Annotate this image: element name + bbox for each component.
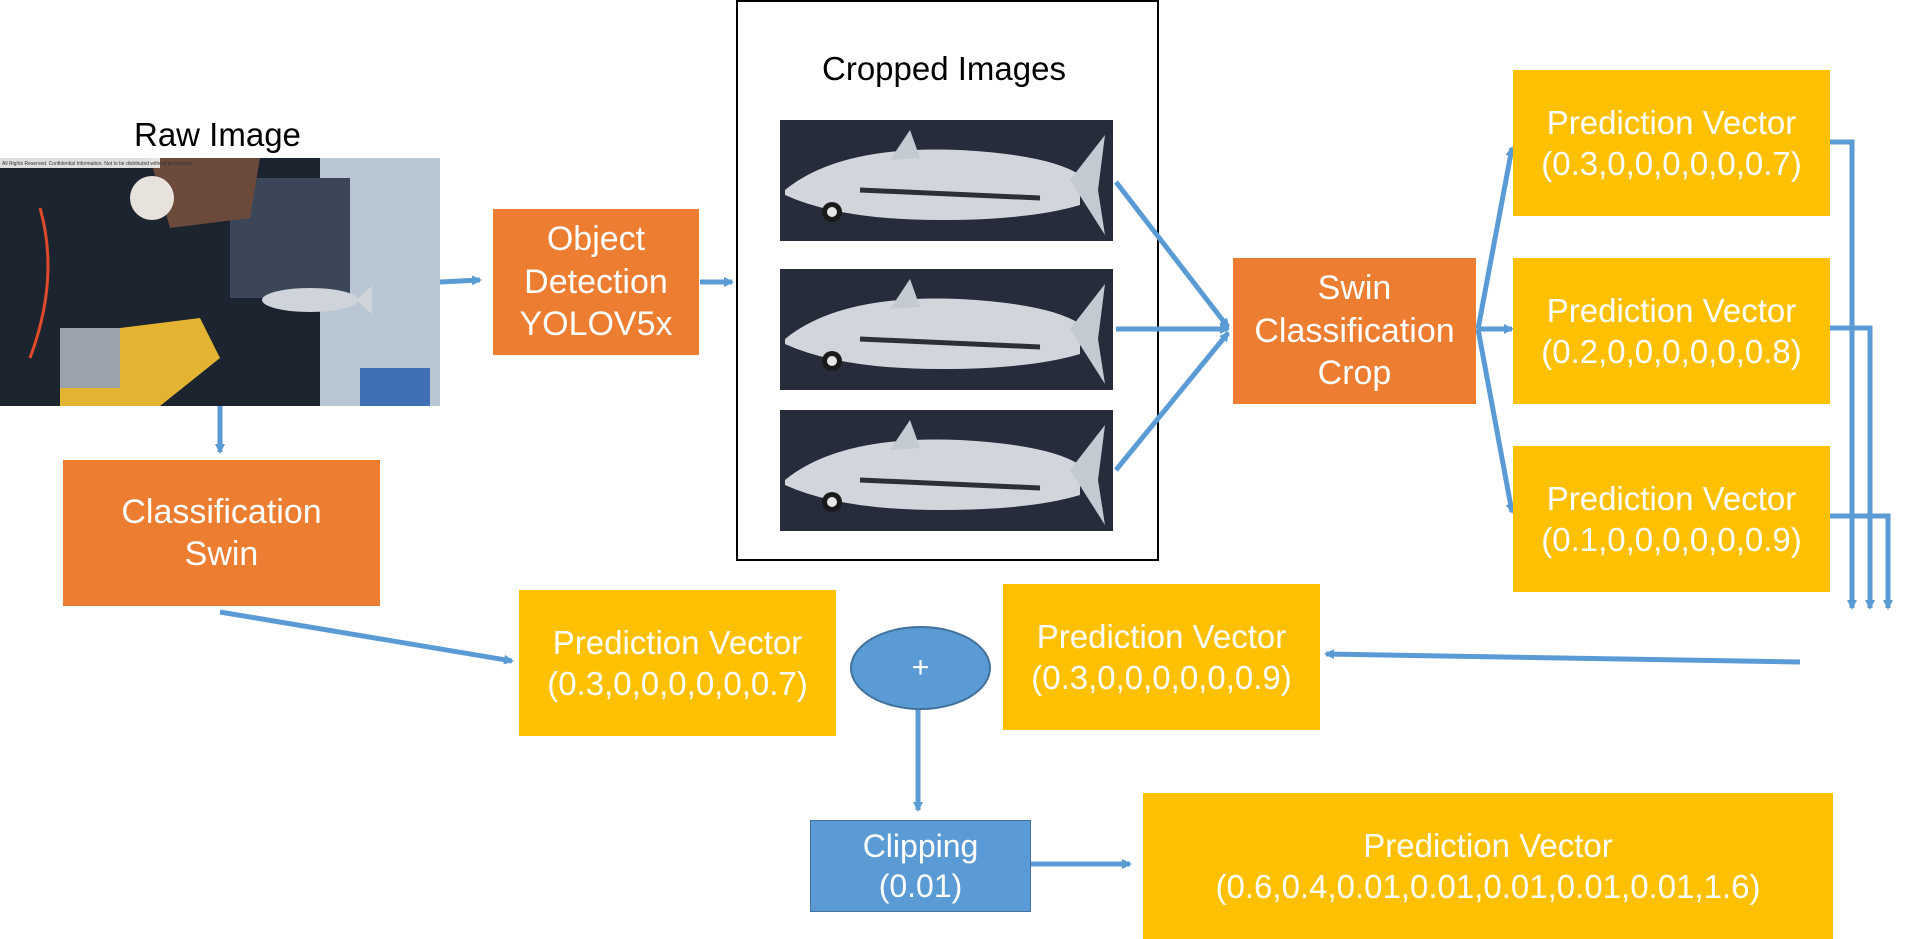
classification-swin-line1: Classification bbox=[121, 492, 322, 531]
arrow-raw-to-detection bbox=[439, 275, 482, 286]
prediction-vector-value: (0.3,0,0,0,0,0,0.7) bbox=[547, 665, 808, 702]
arrow-swin-to-pred3 bbox=[1475, 328, 1516, 514]
clipping-line1: Clipping bbox=[862, 828, 979, 864]
cropped-images-label: Cropped Images bbox=[822, 50, 1066, 87]
classification-swin-node: Classification Swin bbox=[63, 460, 380, 606]
cropped-image-3 bbox=[780, 410, 1113, 531]
arrow-pred3-down bbox=[1830, 513, 1893, 610]
swin-classification-crop-node: Swin Classification Crop bbox=[1233, 258, 1476, 404]
object-detection-node: Object Detection YOLOV5x bbox=[493, 209, 699, 355]
prediction-vector-value: (0.3,0,0,0,0,0,0.9) bbox=[1031, 659, 1292, 696]
swin-crop-line1: Swin bbox=[1317, 269, 1392, 308]
prediction-vector-title: Prediction Vector bbox=[1546, 479, 1797, 517]
raw-image-photo: All Rights Reserved. Confidential Inform… bbox=[0, 158, 440, 406]
prediction-vector-aggregate: Prediction Vector (0.3,0,0,0,0,0,0.9) bbox=[1003, 584, 1320, 730]
object-detection-line1: Object bbox=[546, 220, 646, 259]
prediction-vector-title: Prediction Vector bbox=[552, 623, 803, 661]
object-detection-line3: YOLOV5x bbox=[519, 305, 673, 344]
swin-crop-line2: Classification bbox=[1254, 311, 1455, 350]
arrow-swin-to-pred1 bbox=[1475, 146, 1516, 330]
clipping-line2: (0.01) bbox=[878, 868, 963, 904]
prediction-vector-title: Prediction Vector bbox=[1363, 826, 1613, 864]
raw-image-caption: All Rights Reserved. Confidential Inform… bbox=[2, 161, 193, 167]
classification-swin-line2: Swin bbox=[184, 535, 259, 573]
arrow-collector-to-aggregate bbox=[1324, 649, 1801, 665]
cropped-images-frame bbox=[736, 0, 1159, 561]
arrow-pred1-down bbox=[1830, 139, 1857, 610]
prediction-vector-swin: Prediction Vector (0.3,0,0,0,0,0,0.7) bbox=[519, 590, 836, 736]
prediction-vector-value: (0.6,0.4,0.01,0.01,0.01,0.01,0.01,1.6) bbox=[1215, 868, 1761, 905]
object-detection-line2: Detection bbox=[524, 262, 668, 301]
swin-crop-line3: Crop bbox=[1317, 354, 1392, 393]
prediction-vector-value: (0.1,0,0,0,0,0,0.9) bbox=[1541, 521, 1802, 558]
raw-image-label: Raw Image bbox=[134, 116, 301, 153]
cropped-image-1 bbox=[780, 120, 1113, 241]
prediction-vector-crop-3: Prediction Vector (0.1,0,0,0,0,0,0.9) bbox=[1513, 446, 1830, 592]
cropped-image-2 bbox=[780, 269, 1113, 390]
arrow-crop1-to-swin bbox=[1114, 180, 1230, 329]
prediction-vector-crop-2: Prediction Vector (0.2,0,0,0,0,0,0.8) bbox=[1513, 258, 1830, 404]
prediction-vector-value: (0.2,0,0,0,0,0,0.8) bbox=[1541, 333, 1802, 370]
prediction-vector-value: (0.3,0,0,0,0,0,0.7) bbox=[1541, 145, 1802, 182]
arrow-classification-to-pred bbox=[219, 609, 514, 665]
prediction-vector-title: Prediction Vector bbox=[1036, 617, 1287, 655]
arrow-crop3-to-swin bbox=[1114, 331, 1230, 472]
prediction-vector-crop-1: Prediction Vector (0.3,0,0,0,0,0,0.7) bbox=[1513, 70, 1830, 216]
prediction-vector-final: Prediction Vector (0.6,0.4,0.01,0.01,0.0… bbox=[1143, 793, 1833, 939]
prediction-vector-title: Prediction Vector bbox=[1546, 103, 1797, 141]
sum-operator: + bbox=[850, 626, 991, 710]
plus-symbol: + bbox=[911, 651, 930, 684]
clipping-node: Clipping (0.01) bbox=[810, 820, 1031, 912]
prediction-vector-title: Prediction Vector bbox=[1546, 291, 1797, 329]
